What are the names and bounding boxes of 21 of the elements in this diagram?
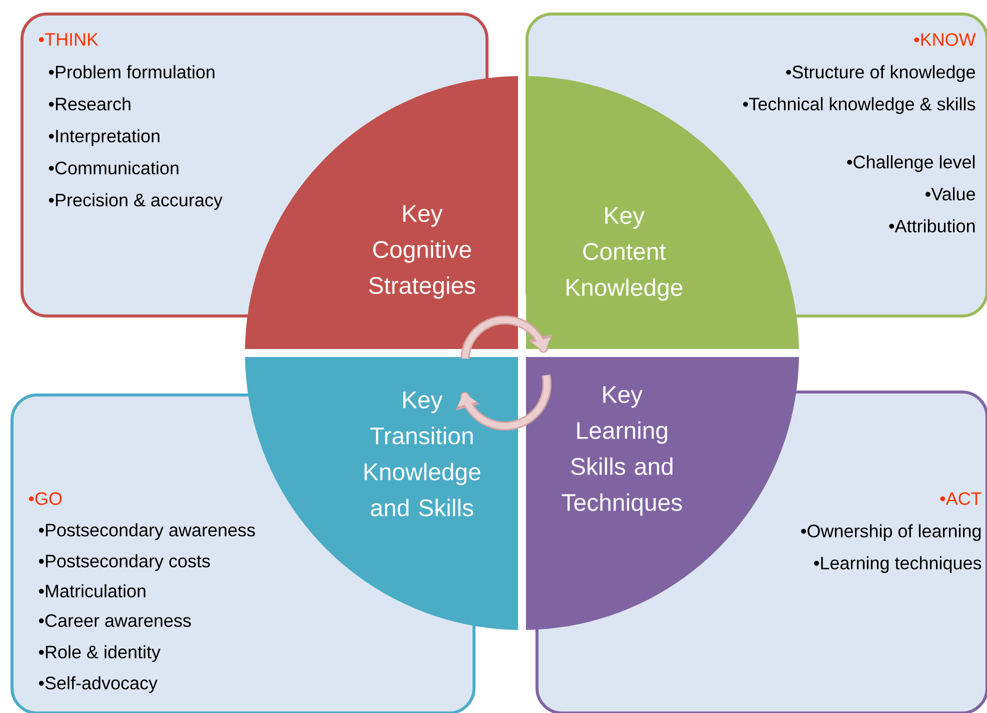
bullet-item: •Matriculation [38,584,146,598]
quadrant: Key Learning Skills and Techniques [526,357,799,630]
quadrant: Key Cognitive Strategies [245,76,518,349]
bullet-item: •Communication [48,161,178,174]
heading: •KNOW [914,33,976,46]
heading: •ACT [940,492,982,505]
bullet-item: •Precision & accuracy [48,193,222,210]
bullet-item: •Role & identity [38,645,160,662]
bullet-item: •Learning techniques [814,556,982,573]
bullet-item: •Ownership of learning [801,524,981,541]
bullet-item: •Attribution [889,219,975,232]
bullet-item: •Challenge level [847,155,975,172]
bullet-item: •Problem formulation [48,65,214,78]
bullet-item: •Value [926,187,975,200]
bullet-item: •Self-advocacy [38,676,158,693]
bullet-item: •Career awareness [38,614,191,627]
bullet-item: •Postsecondary costs [38,554,210,571]
heading: •GO [28,492,62,505]
bullet-item: •Interpretation [48,129,160,146]
heading: •THINK [38,33,98,46]
bullet-item: •Research [48,97,130,110]
